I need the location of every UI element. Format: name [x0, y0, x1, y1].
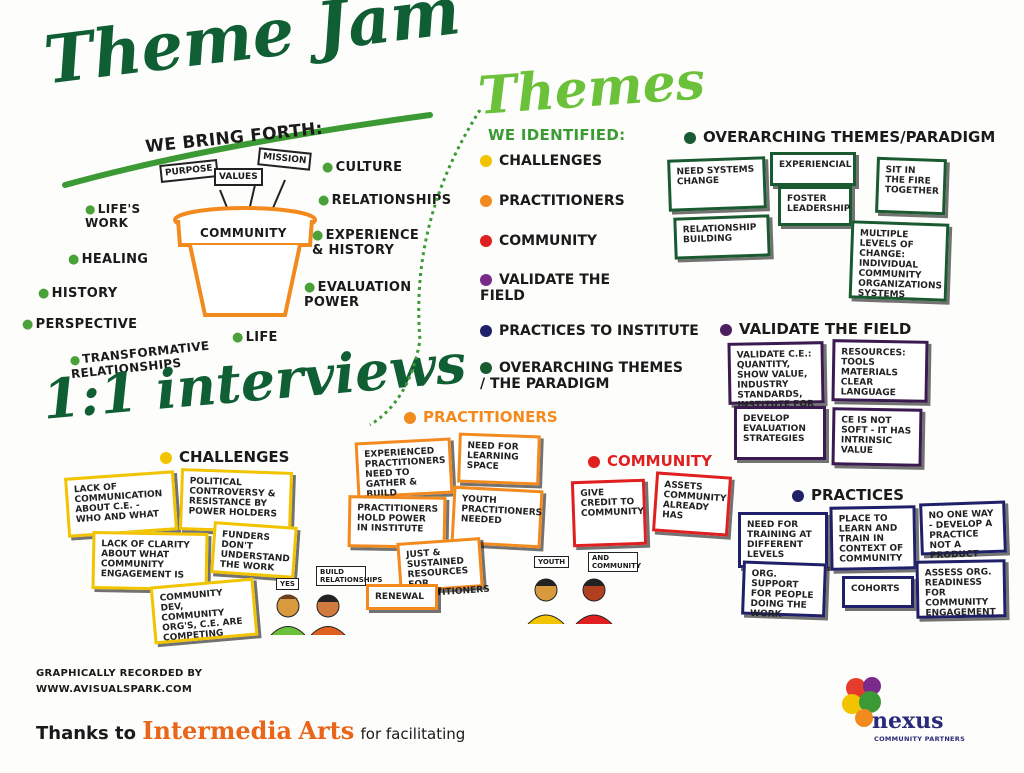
practitioners-heading: Practitioners — [404, 408, 558, 426]
bring-forth-item: ●Culture — [322, 160, 403, 175]
note-card: Need for learning space — [457, 432, 541, 486]
note-card: Give credit to community — [570, 478, 648, 548]
people-illustration — [527, 578, 613, 624]
speech-bubble: and community — [588, 552, 641, 572]
note-card: No one way - develop a practice not a pr… — [919, 500, 1007, 561]
sign-values: Values — [214, 168, 263, 186]
bring-forth-item: ●Experience & History — [312, 228, 419, 258]
logo-tagline: Community Partners — [874, 735, 966, 743]
note-card: Assess org. readiness for community enga… — [915, 559, 1007, 619]
speech-bubble: Build relationships — [316, 566, 382, 586]
note-card: Foster leadership — [778, 186, 852, 226]
note-card: Resources: tools materials clear languag… — [831, 339, 929, 403]
note-card: Place to learn and train in context of c… — [829, 505, 917, 571]
note-card: Relationship building — [673, 214, 771, 260]
pot-illustration — [173, 179, 317, 317]
logo-name: nexus — [872, 708, 944, 734]
speech-bubble: Youth — [534, 556, 570, 568]
note-card: Validate C.E.: quantity, show value, ind… — [727, 341, 825, 421]
note-card: Multiple levels of change: individual co… — [848, 220, 950, 302]
note-card: Renewal — [366, 584, 438, 610]
bring-forth-item: ●Life's Work — [85, 202, 141, 230]
people-illustration — [270, 594, 346, 635]
dot-icon — [480, 235, 492, 247]
note-card: Experienced practitioners need to gather… — [354, 437, 454, 510]
theme-item-challenges: Challenges — [480, 153, 602, 169]
speech-bubble: Yes — [276, 578, 299, 590]
thanks-suffix: for facilitating — [360, 725, 466, 743]
note-card: Develop evaluation strategies — [734, 406, 826, 460]
recorded-by: Graphically recorded by — [36, 668, 203, 679]
dot-icon — [480, 195, 492, 207]
org-arts: Arts — [298, 716, 355, 745]
practices-heading: Practices — [792, 486, 904, 504]
overarching-heading: Overarching Themes/Paradigm — [684, 128, 995, 146]
recorder-website[interactable]: www.avisualspark.com — [36, 684, 193, 695]
dot-icon — [684, 131, 696, 144]
theme-item-overarching: Overarching Themes / The Paradigm — [480, 360, 684, 392]
note-card: Need for training at different levels — [738, 512, 828, 568]
themes-title: Themes — [476, 50, 707, 127]
dot-icon — [720, 323, 732, 336]
dot-icon — [480, 325, 492, 337]
dot-icon — [588, 455, 600, 468]
bring-forth-item: ●History — [38, 286, 118, 301]
pot-label: Community — [200, 226, 287, 240]
note-card: Org. support for people doing the work — [741, 560, 827, 620]
dot-icon — [480, 362, 492, 374]
theme-item-validate: Validate the Field — [480, 272, 611, 304]
note-card: Sit in the fire together — [875, 156, 947, 216]
dot-icon — [480, 274, 492, 286]
note-card: Community dev, community org's, C.E. are… — [149, 577, 259, 645]
challenges-heading: Challenges — [160, 448, 289, 466]
dot-icon — [792, 489, 804, 502]
main-title: Theme Jam — [40, 0, 465, 100]
note-card: CE is not soft - it has intrinsic value — [831, 407, 923, 467]
validate-heading: Validate the Field — [720, 320, 911, 338]
theme-item-practices: Practices to Institute — [480, 323, 699, 339]
community-heading: Community — [588, 452, 712, 470]
nexus-logo-mark — [842, 677, 881, 727]
curve-divider — [369, 109, 482, 427]
thanks-line: Thanks to Intermedia Arts for facilitati… — [36, 716, 465, 745]
org-intermedia: Intermedia — [142, 716, 293, 745]
note-card: Funders don't understand the work — [210, 521, 298, 579]
bring-forth-item: ●Evaluation Power — [304, 280, 412, 310]
thanks-prefix: Thanks to — [36, 723, 136, 744]
note-card: Cohorts — [842, 576, 914, 608]
themes-subtitle: We Identified: — [488, 126, 626, 144]
note-card: Assets community already has — [651, 471, 733, 537]
note-card: Lack of communication about C.E. - who a… — [64, 470, 178, 538]
theme-item-community: Community — [480, 233, 597, 249]
note-card: Experiencial — [770, 152, 856, 186]
dot-icon — [404, 411, 416, 424]
note-card: Need systems change — [667, 156, 767, 212]
title-underline — [62, 112, 433, 188]
bring-forth-item: ●Healing — [68, 252, 149, 267]
bring-forth-item: ●Life — [232, 330, 278, 345]
dot-icon — [160, 451, 172, 464]
dot-icon — [480, 155, 492, 167]
bring-forth-item: ●Perspective — [22, 317, 138, 332]
bring-forth-item: ●Relationships — [318, 193, 452, 208]
theme-item-practitioners: Practitioners — [480, 193, 625, 209]
